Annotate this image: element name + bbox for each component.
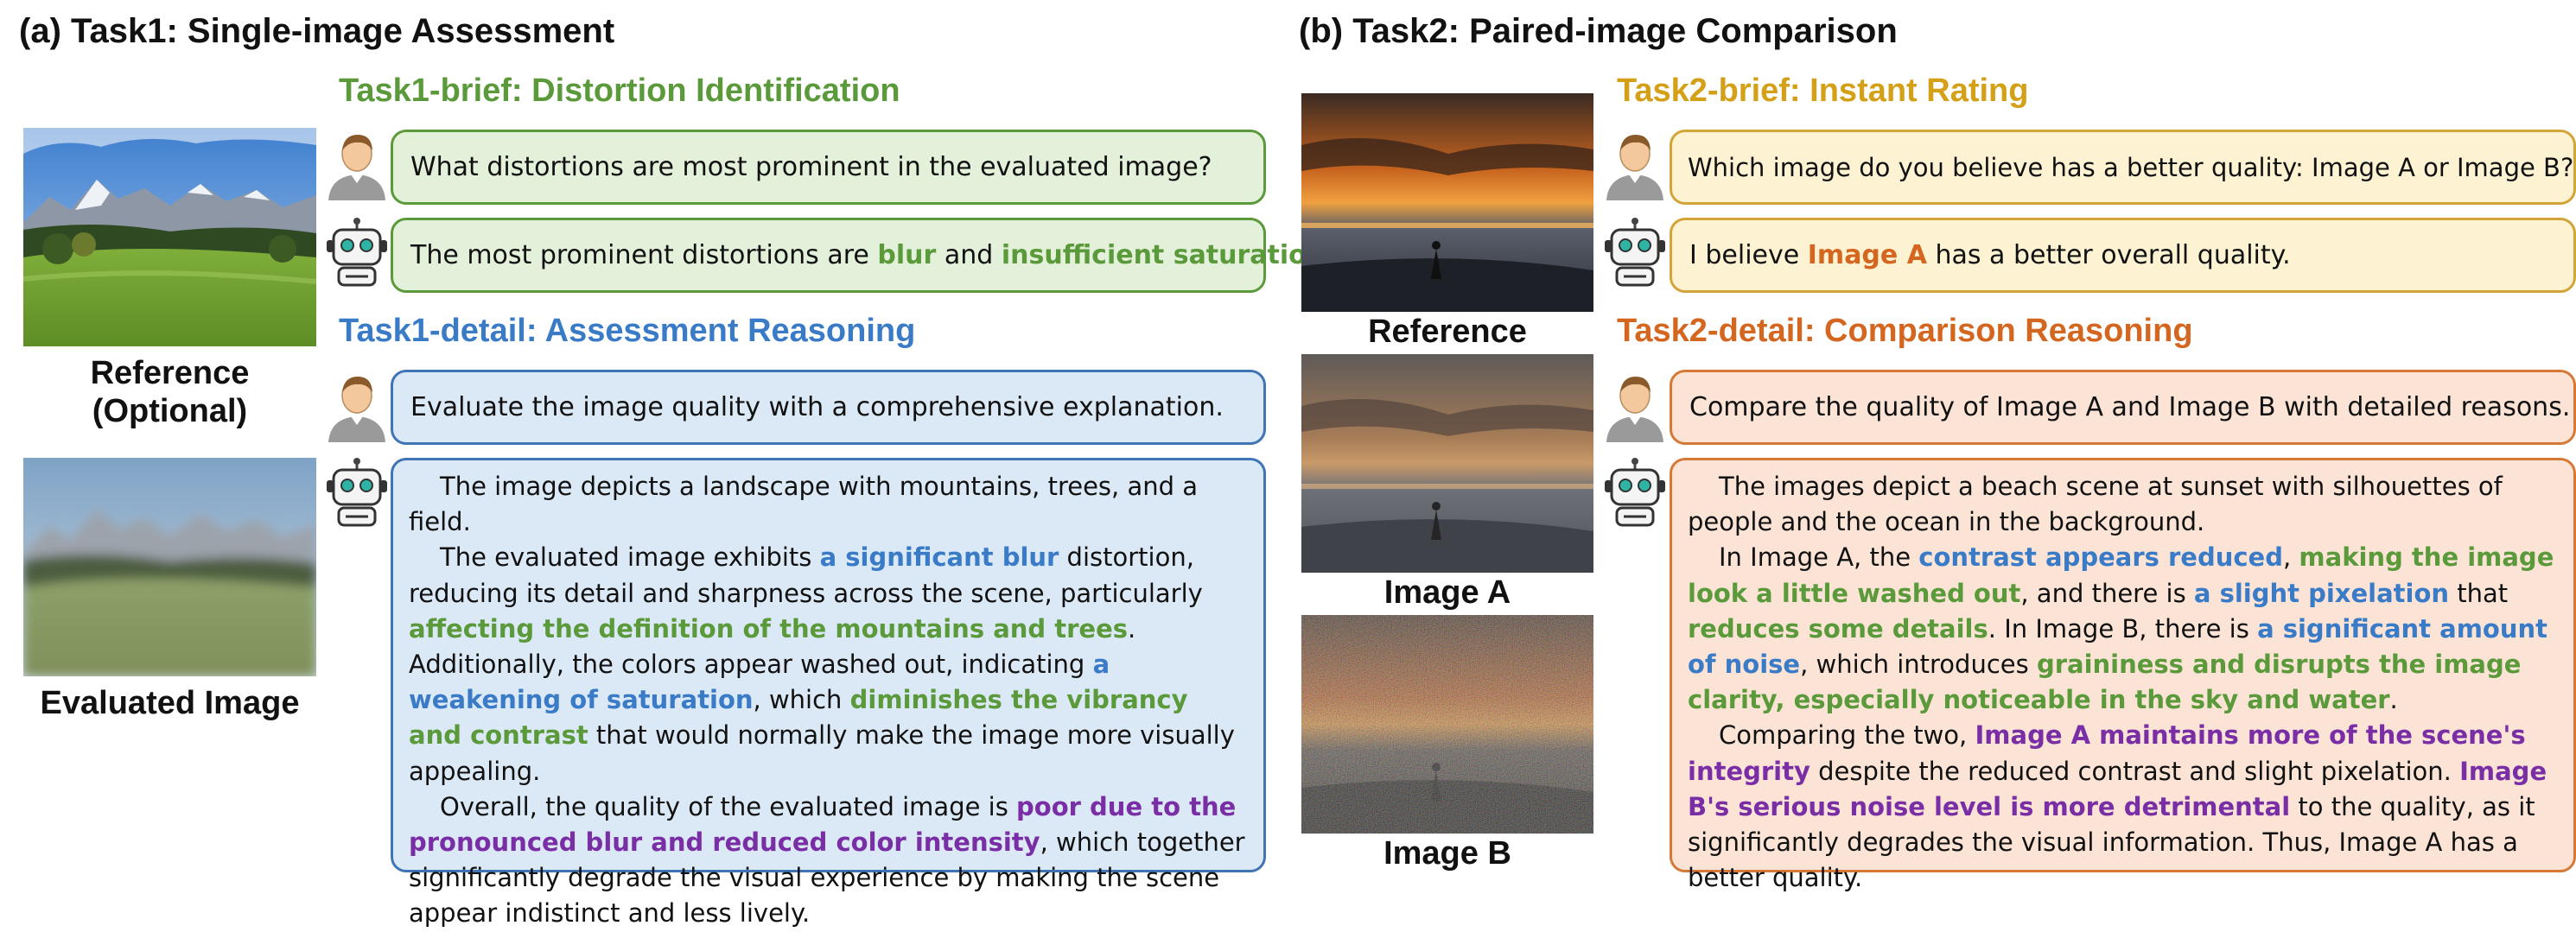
reference-caption-line2: (Optional) <box>92 393 248 429</box>
reference-caption-line1: Reference <box>90 355 250 391</box>
task2-title: (b) Task2: Paired-image Comparison <box>1299 12 1898 50</box>
task2-detail-paragraph-3: Comparing the two, Image A maintains mor… <box>1688 720 2547 893</box>
evaluated-image <box>23 458 316 676</box>
reference-sunset-image <box>1301 93 1593 312</box>
task2-reference-caption: Reference <box>1368 314 1527 350</box>
user-icon <box>323 128 391 200</box>
user-icon <box>1601 370 1669 442</box>
task1-detail-question-text: Evaluate the image quality with a compre… <box>410 392 1224 422</box>
task1-detail-paragraph-1: The image depicts a landscape with mount… <box>409 472 1199 537</box>
task1-title: (a) Task1: Single-image Assessment <box>19 12 615 50</box>
reference-caption: Reference (Optional) <box>23 354 316 430</box>
task1-brief-title: Task1-brief: Distortion Identification <box>339 73 900 109</box>
task2-detail-answer-bubble: The images depict a beach scene at sunse… <box>1670 458 2576 892</box>
task2-detail-paragraph-2: In Image A, the contrast appears reduced… <box>1688 542 2554 715</box>
image-a <box>1301 354 1593 573</box>
task1-brief-question-text: What distortions are most prominent in t… <box>410 152 1212 182</box>
reference-landscape-image <box>23 128 316 346</box>
robot-icon <box>1601 456 1669 529</box>
task1-detail-paragraph-2: The evaluated image exhibits a significa… <box>409 542 1235 786</box>
task2-brief-title: Task2-brief: Instant Rating <box>1617 73 2029 109</box>
task1-detail-paragraph-3: Overall, the quality of the evaluated im… <box>409 791 1245 929</box>
task2-detail-paragraph-1: The images depict a beach scene at sunse… <box>1688 472 2503 537</box>
task1-brief-question-bubble: What distortions are most prominent in t… <box>391 130 1266 205</box>
robot-icon <box>323 216 391 288</box>
robot-icon <box>1601 216 1669 288</box>
task2-brief-answer-text: I believe Image A has a better overall q… <box>1689 240 2291 270</box>
task2-detail-title: Task2-detail: Comparison Reasoning <box>1617 313 2193 349</box>
task1-detail-title: Task1-detail: Assessment Reasoning <box>339 313 916 349</box>
task1-detail-answer-bubble: The image depicts a landscape with mount… <box>391 458 1266 928</box>
task2-brief-answer-bubble: I believe Image A has a better overall q… <box>1670 218 2576 293</box>
task2-brief-question-text: Which image do you believe has a better … <box>1688 152 2574 182</box>
robot-icon <box>323 456 391 529</box>
user-icon <box>323 370 391 442</box>
task2-detail-question-bubble: Compare the quality of Image A and Image… <box>1670 370 2576 445</box>
task1-brief-answer-bubble: The most prominent distortions are blur … <box>391 218 1333 293</box>
image-a-caption: Image A <box>1383 574 1511 611</box>
evaluated-caption: Evaluated Image <box>40 685 300 721</box>
user-icon <box>1601 128 1669 200</box>
task2-detail-question-text: Compare the quality of Image A and Image… <box>1689 392 2571 422</box>
task2-brief-question-bubble: Which image do you believe has a better … <box>1670 130 2576 205</box>
task1-brief-answer-text: The most prominent distortions are blur … <box>410 240 1333 270</box>
image-b-caption: Image B <box>1383 835 1511 872</box>
image-b <box>1301 615 1593 834</box>
task1-detail-question-bubble: Evaluate the image quality with a compre… <box>391 370 1266 445</box>
